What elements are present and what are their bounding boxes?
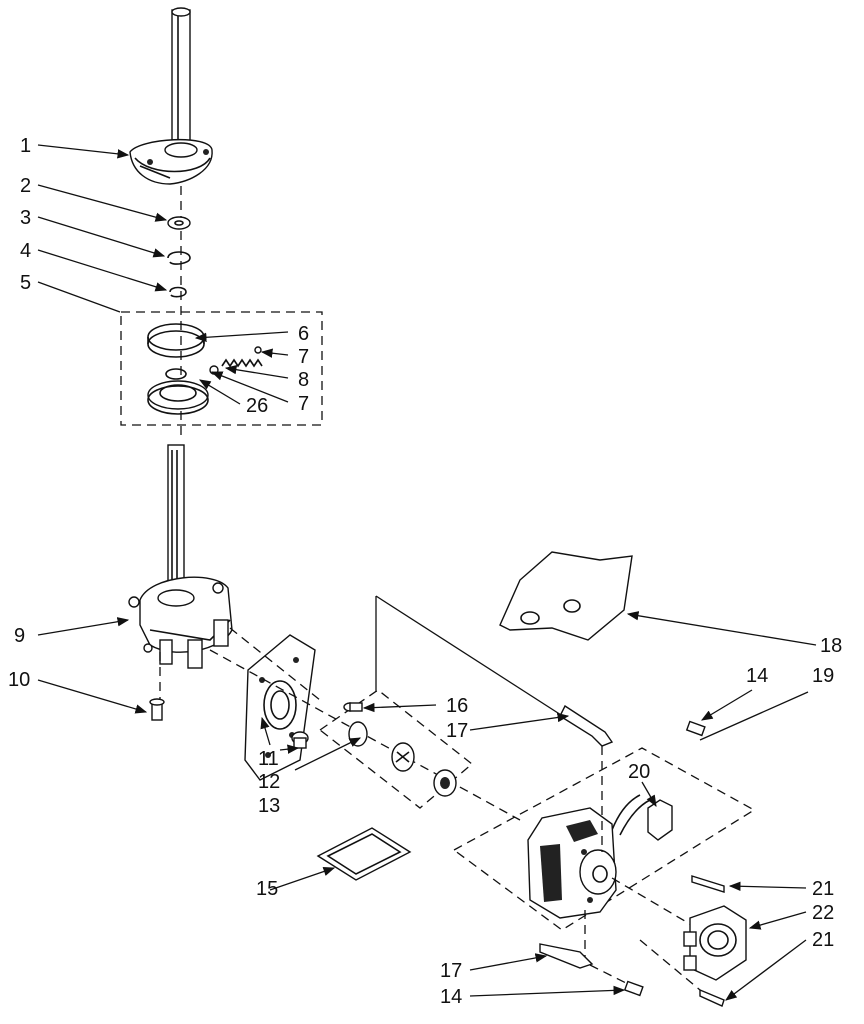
callout-10: 10 [8,669,30,691]
callout-9: 9 [14,625,25,647]
part-18-pad [499,551,633,641]
part-5-kit-boundary [120,311,323,426]
part-11-mounting-plate [244,634,316,781]
projection-line-b [229,627,321,701]
part-14-screw-upper [685,720,706,737]
leader-lines [37,144,817,1001]
part-20-capacitor [611,794,673,841]
callout-18: 18 [820,635,842,657]
callout-7a: 7 [298,346,309,368]
switch-axis-line [611,877,701,931]
part-3-ring [167,251,191,265]
part-19-kit-boundary [452,747,756,931]
callout-6: 6 [298,323,309,345]
callout-19: 19 [812,665,834,687]
callout-4: 4 [20,240,31,262]
callout-2: 2 [20,175,31,197]
clip-axis-line [639,939,701,991]
part-2-washer [167,216,191,230]
callout-5: 5 [20,272,31,294]
part-21-clip-upper [691,875,725,893]
part-22-motor-switch [683,905,747,981]
callout-15: 15 [256,878,278,900]
part-14-screw-lower [623,980,644,997]
callout-21a: 21 [812,878,834,900]
part-9-gearcase [128,444,233,669]
callout-14b: 14 [440,986,462,1008]
callout-7b: 7 [298,393,309,415]
callout-21b: 21 [812,929,834,951]
callout-16: 16 [446,695,468,717]
part-17-bracket-lower [539,943,594,969]
callout-13: 13 [258,795,280,817]
callout-3: 3 [20,207,31,229]
part-13-coupling [348,721,457,797]
part-12-plug [291,731,309,749]
callout-26: 26 [246,395,268,417]
part-10-screw [149,698,165,721]
callout-22: 22 [812,902,834,924]
part-21-clip-lower [699,988,725,1007]
callout-14a: 14 [746,665,768,687]
part-4-clip [169,286,187,298]
callout-1: 1 [20,135,31,157]
callout-12: 12 [258,771,280,793]
part-16-bolt [343,702,363,712]
callout-17a: 17 [446,720,468,742]
part-1-cam-and-shaft [129,7,213,185]
callout-8: 8 [298,369,309,391]
callout-labels: 1 2 3 4 5 6 7 8 7 26 9 10 11 12 13 16 17… [8,135,842,1008]
part-26-brake-drum [147,368,209,415]
callout-17b: 17 [440,960,462,982]
part-15-gasket [316,827,412,881]
motor [527,807,617,919]
callout-20: 20 [628,761,650,783]
callout-11: 11 [258,748,279,770]
part-6-brake-band [147,323,205,358]
